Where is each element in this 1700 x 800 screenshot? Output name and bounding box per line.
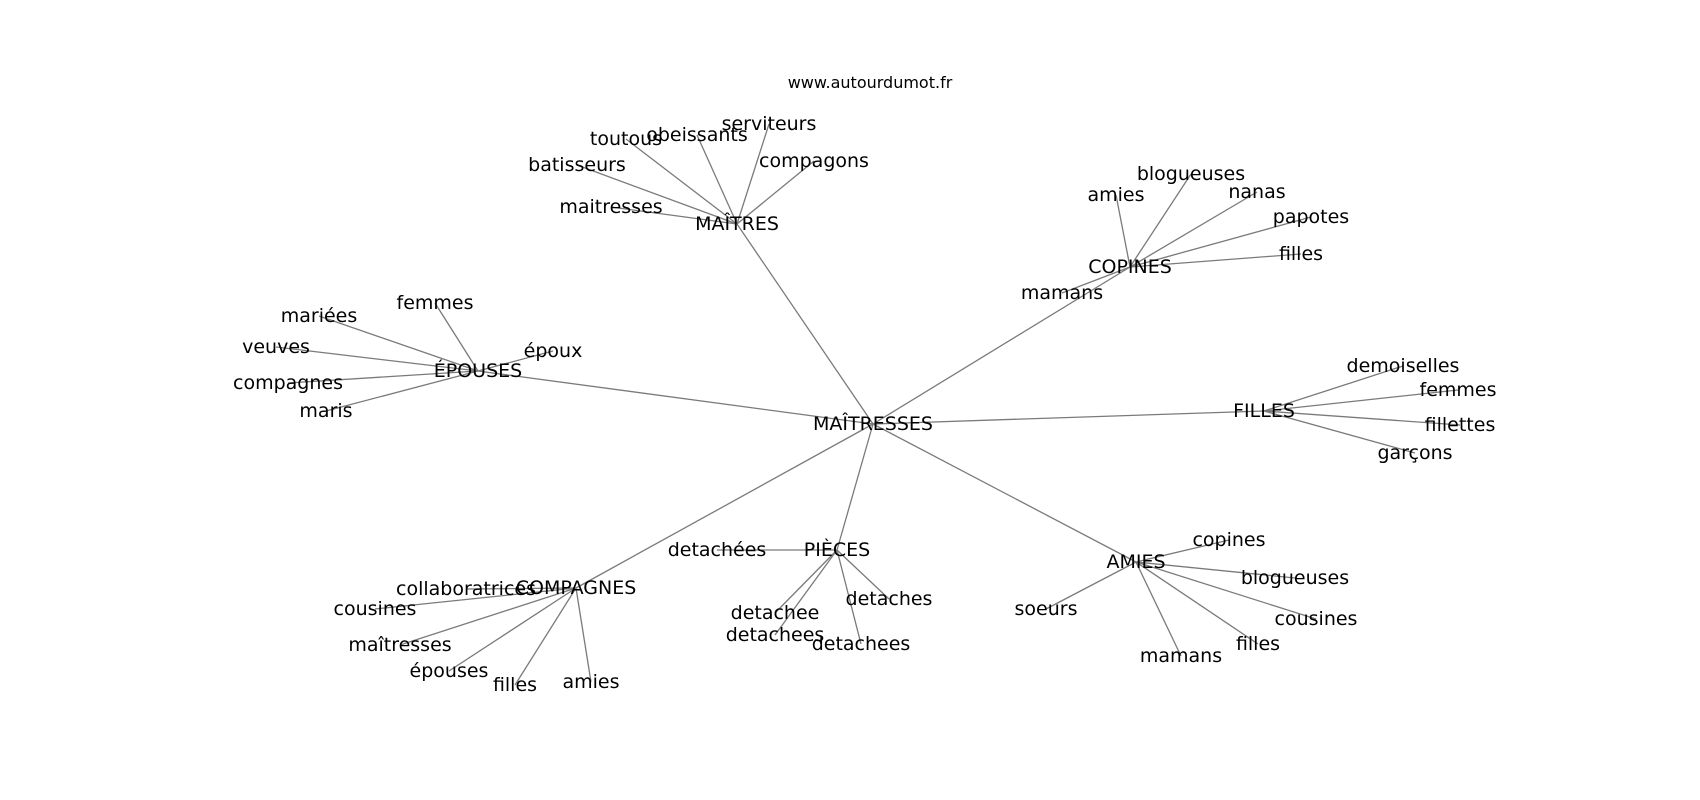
edge-center-pieces (836, 423, 874, 551)
leaf-node-amies-2: soeurs (1015, 598, 1078, 620)
edge-filles-leaf-1 (1263, 389, 1459, 412)
edge-epouses-leaf-2 (477, 350, 554, 372)
leaf-node-copines-0: amies (1087, 184, 1144, 206)
leaf-node-maitres-3: compagons (759, 150, 869, 172)
edge-compagnes-leaf-3 (448, 587, 577, 672)
edge-copines-leaf-4 (1129, 253, 1302, 268)
edge-center-epouses (477, 370, 874, 425)
edge-maitres-leaf-3 (736, 160, 815, 225)
edge-amies-leaf-3 (1135, 561, 1317, 620)
leaf-node-pieces-3: detachees (726, 624, 825, 646)
site-url-label: www.autourdumot.fr (788, 73, 953, 92)
leaf-node-filles-1: femmes (1420, 379, 1497, 401)
leaf-node-maitres-0: toutous (590, 128, 662, 150)
edge-filles-leaf-0 (1263, 365, 1404, 412)
edge-amies-leaf-5 (1135, 561, 1182, 657)
leaf-node-copines-1: blogueuses (1137, 163, 1245, 185)
leaf-node-amies-3: cousines (1275, 608, 1358, 630)
edge-copines-leaf-2 (1129, 191, 1258, 268)
leaf-node-copines-5: mamans (1021, 282, 1103, 304)
leaf-node-filles-0: demoiselles (1347, 355, 1460, 377)
edge-pieces-leaf-3 (774, 549, 838, 636)
leaf-node-copines-3: papotes (1273, 206, 1349, 228)
leaf-node-epouses-1: mariées (281, 305, 358, 327)
leaf-node-epouses-3: veuves (242, 336, 310, 358)
cluster-node-pieces: PIÈCES (804, 538, 870, 561)
edge-maitres-leaf-5 (610, 206, 738, 225)
leaf-node-maitres-4: batisseurs (528, 154, 626, 176)
edge-compagnes-leaf-5 (575, 587, 592, 683)
edge-copines-leaf-3 (1129, 216, 1312, 268)
edge-center-amies (872, 423, 1137, 563)
leaf-node-copines-2: nanas (1228, 181, 1285, 203)
edge-compagnes-leaf-1 (374, 587, 577, 610)
edge-compagnes-leaf-4 (514, 587, 577, 686)
edge-pieces-leaf-4 (836, 549, 862, 645)
edge-amies-leaf-1 (1135, 561, 1296, 579)
leaf-node-epouses-5: maris (299, 400, 352, 422)
cluster-node-epouses: ÉPOUSES (434, 359, 522, 382)
edge-amies-leaf-0 (1135, 539, 1230, 563)
leaf-node-amies-1: blogueuses (1241, 567, 1349, 589)
edge-maitres-leaf-4 (576, 164, 738, 225)
edge-pieces-leaf-2 (774, 549, 838, 614)
edge-epouses-leaf-5 (325, 370, 479, 412)
graph-edges (275, 123, 1461, 686)
leaf-node-epouses-4: compagnes (233, 372, 343, 394)
edge-center-filles (872, 410, 1265, 425)
edge-maitres-leaf-0 (625, 138, 738, 225)
leaf-node-epouses-0: femmes (397, 292, 474, 314)
edge-epouses-leaf-3 (275, 346, 479, 372)
edge-pieces-leaf-1 (836, 549, 890, 600)
cluster-node-copines: COPINES (1088, 256, 1172, 278)
cluster-node-maitres: MAÎTRES (695, 212, 779, 235)
leaf-node-filles-3: garçons (1377, 442, 1452, 464)
leaf-node-pieces-1: detaches (846, 588, 933, 610)
leaf-node-pieces-0: detachées (668, 539, 767, 561)
edge-amies-leaf-4 (1135, 561, 1259, 645)
edge-copines-leaf-1 (1129, 173, 1192, 268)
edge-compagnes-leaf-0 (465, 587, 577, 590)
leaf-node-amies-5: mamans (1140, 645, 1222, 667)
edge-maitres-leaf-1 (696, 134, 738, 225)
leaf-node-pieces-4: detachees (812, 633, 911, 655)
leaf-node-maitres-2: serviteurs (722, 113, 817, 135)
leaf-node-filles-2: fillettes (1425, 414, 1496, 436)
edge-compagnes-leaf-2 (399, 587, 577, 646)
edge-center-compagnes (575, 423, 874, 589)
leaf-node-compagnes-5: amies (562, 671, 619, 693)
center-node-label: MAÎTRESSES (813, 412, 933, 435)
edge-epouses-leaf-1 (318, 315, 479, 372)
edge-maitres-leaf-2 (736, 123, 770, 225)
graph-labels: MAÎTRESSES MAÎTRES toutousobeissantsservit… (233, 113, 1496, 696)
leaf-node-epouses-2: époux (524, 340, 583, 362)
leaf-node-amies-0: copines (1192, 529, 1265, 551)
edge-copines-leaf-0 (1115, 194, 1131, 268)
cluster-node-compagnes: COMPAGNES (516, 577, 637, 599)
edge-center-maitres (736, 223, 874, 425)
edge-center-copines (872, 266, 1131, 425)
edge-filles-leaf-2 (1263, 410, 1461, 426)
leaf-node-copines-4: filles (1279, 243, 1323, 265)
edge-epouses-leaf-0 (434, 302, 479, 372)
cluster-node-filles: FILLES (1233, 400, 1295, 422)
edge-filles-leaf-3 (1263, 410, 1416, 454)
edge-copines-leaf-5 (1061, 266, 1131, 294)
leaf-node-amies-4: filles (1236, 633, 1280, 655)
leaf-node-compagnes-1: cousines (334, 598, 417, 620)
leaf-node-maitres-5: maitresses (559, 196, 662, 218)
edge-amies-leaf-2 (1045, 561, 1137, 610)
cluster-node-amies: AMIES (1106, 551, 1165, 573)
edge-epouses-leaf-4 (287, 370, 479, 384)
leaf-node-compagnes-4: filles (493, 674, 537, 696)
leaf-node-compagnes-2: maîtresses (348, 634, 451, 656)
leaf-node-pieces-2: detachee (731, 602, 820, 624)
leaf-node-maitres-1: obeissants (646, 124, 748, 146)
leaf-node-compagnes-3: épouses (410, 660, 489, 682)
leaf-node-compagnes-0: collaboratrices (396, 578, 536, 600)
